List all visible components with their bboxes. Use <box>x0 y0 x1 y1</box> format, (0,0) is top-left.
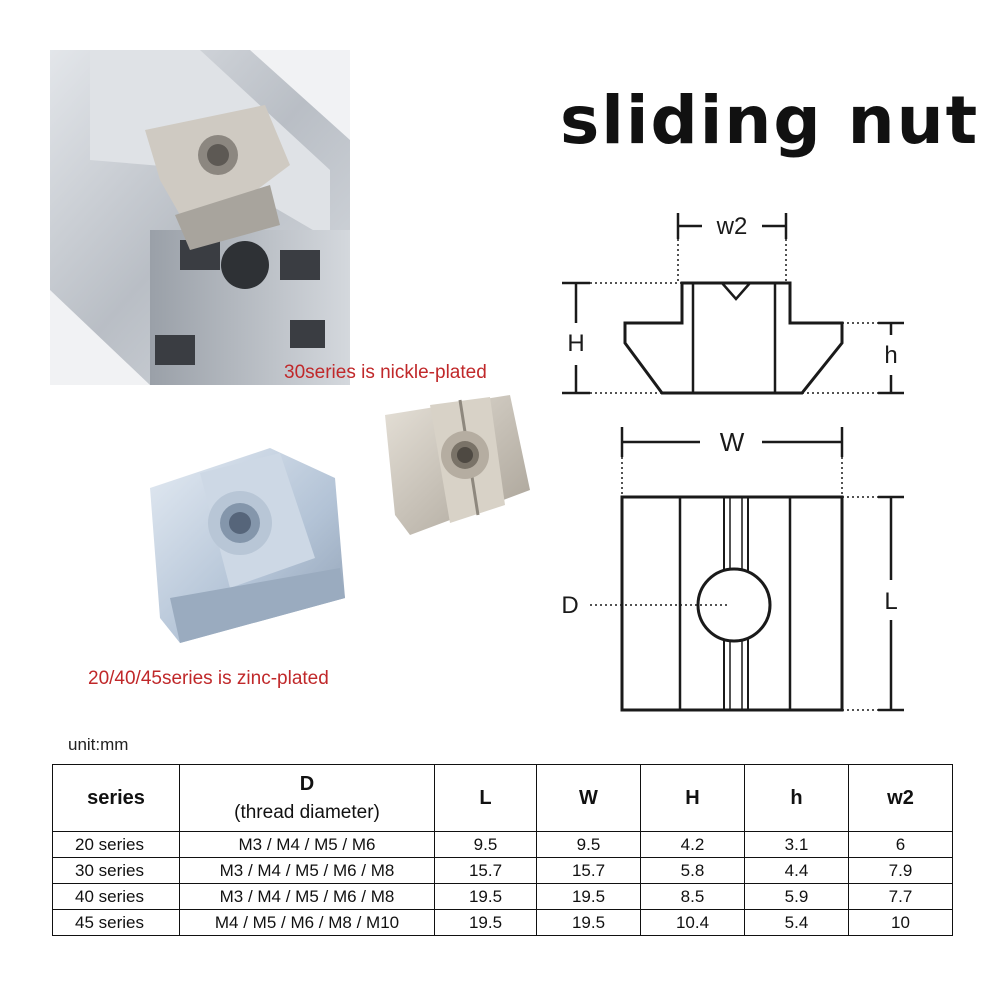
cell-W: 19.5 <box>536 909 641 936</box>
header-H: H <box>640 764 745 832</box>
top-view-outline <box>620 495 844 712</box>
cell-W: 19.5 <box>536 883 641 910</box>
table-header-row: series D (thread diameter) L W H h w2 <box>52 764 953 832</box>
cell-w2: 10 <box>848 909 953 936</box>
header-L: L <box>434 764 537 832</box>
cell-w2: 7.9 <box>848 857 953 884</box>
header-D-title: D <box>299 772 315 795</box>
cell-series: 45 series <box>52 909 180 936</box>
table-row: 20 series M3 / M4 / M5 / M6 9.5 9.5 4.2 … <box>52 831 953 858</box>
header-series: series <box>52 764 180 832</box>
cell-D: M4 / M5 / M6 / M8 / M10 <box>179 909 435 936</box>
header-D-sub: (thread diameter) <box>234 801 380 823</box>
extrusion-photo <box>50 50 350 385</box>
cell-H: 10.4 <box>640 909 745 936</box>
label-H: H <box>567 330 584 357</box>
cell-W: 9.5 <box>536 831 641 858</box>
page-title: sliding nut <box>560 82 980 159</box>
table-row: 40 series M3 / M4 / M5 / M6 / M8 19.5 19… <box>52 883 953 910</box>
label-L: L <box>884 588 897 615</box>
unit-label: unit:mm <box>68 735 129 754</box>
table-row: 45 series M4 / M5 / M6 / M8 / M10 19.5 1… <box>52 909 953 936</box>
cell-D: M3 / M4 / M5 / M6 / M8 <box>179 883 435 910</box>
cell-H: 8.5 <box>640 883 745 910</box>
cell-H: 5.8 <box>640 857 745 884</box>
side-profile-outline <box>623 281 844 395</box>
cell-h: 5.4 <box>744 909 849 936</box>
cell-w2: 6 <box>848 831 953 858</box>
header-h: h <box>744 764 849 832</box>
cell-h: 3.1 <box>744 831 849 858</box>
cell-D: M3 / M4 / M5 / M6 / M8 <box>179 857 435 884</box>
label-h: h <box>884 342 897 369</box>
nickel-plating-note: 30series is nickle-plated <box>284 362 487 383</box>
cell-w2: 7.7 <box>848 883 953 910</box>
cell-L: 15.7 <box>434 857 537 884</box>
header-W: W <box>536 764 641 832</box>
spec-table: series D (thread diameter) L W H h w2 20 … <box>52 764 953 936</box>
cell-L: 9.5 <box>434 831 537 858</box>
nut-dimension-diagram: w2 H h W D L <box>561 213 904 712</box>
header-w2: w2 <box>848 764 953 832</box>
cell-L: 19.5 <box>434 909 537 936</box>
cell-series: 20 series <box>52 831 180 858</box>
cell-D: M3 / M4 / M5 / M6 <box>179 831 435 858</box>
cell-L: 19.5 <box>434 883 537 910</box>
label-w2: w2 <box>716 213 748 240</box>
cell-H: 4.2 <box>640 831 745 858</box>
nickel-nut-photo <box>385 395 530 535</box>
cell-h: 5.9 <box>744 883 849 910</box>
zinc-nut-photo <box>150 448 345 643</box>
cell-h: 4.4 <box>744 857 849 884</box>
cell-series: 40 series <box>52 883 180 910</box>
header-D: D (thread diameter) <box>179 764 435 832</box>
cell-series: 30 series <box>52 857 180 884</box>
zinc-plating-note: 20/40/45series is zinc-plated <box>88 668 329 689</box>
table-row: 30 series M3 / M4 / M5 / M6 / M8 15.7 15… <box>52 857 953 884</box>
label-D: D <box>561 592 578 619</box>
cell-W: 15.7 <box>536 857 641 884</box>
label-W: W <box>720 427 745 457</box>
